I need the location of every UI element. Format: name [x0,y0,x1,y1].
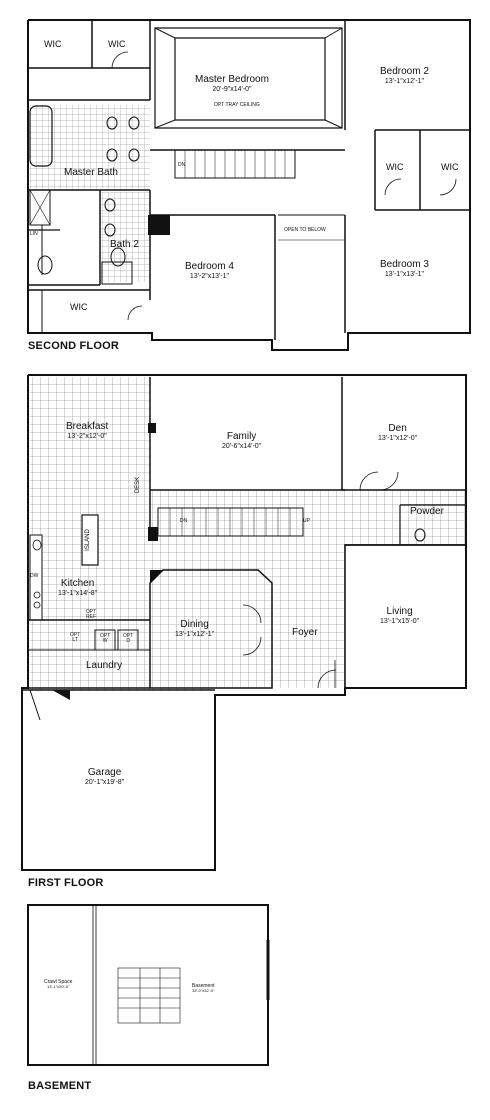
dining-dims: 13'-1"x12'-1" [175,630,215,638]
breakfast-label: Breakfast 13'-2"x12'-0" [66,421,109,440]
second-floor-title: SECOND FLOOR [28,340,120,352]
living-label: Living 13'-1"x15'-0" [380,606,420,625]
dishwasher-label: DW [30,573,39,579]
powder-name: Powder [410,506,444,517]
bedroom-4-label: Bedroom 4 13'-2"x13'-1" [185,261,234,280]
second-floor-plan [27,19,471,351]
wic-closet-label-5: WIC [70,302,88,312]
stairs-down-label-upper: DN [178,162,186,168]
kitchen-dims: 13'-1"x14'-8" [58,589,98,597]
master-bath-label: Master Bath [64,167,118,179]
desk-label: DESK [135,476,142,494]
stairs-down-label-lower: DN [180,518,188,524]
opt-ref-label: OPT REF [86,609,97,621]
breakfast-dims: 13'-2"x12'-0" [67,432,107,440]
laundry-label: Laundry [86,660,123,672]
opt-dryer-line2: D [126,638,130,645]
basement-room-label: Basement 33'-0"x32'-0" [192,983,215,994]
bedroom-3-name: Bedroom 3 [380,259,429,270]
bedroom-2-label: Bedroom 2 13'-1"x12'-1" [380,66,429,85]
laundry-name: Laundry [86,660,123,671]
opt-washer-line2: W [102,638,108,645]
kitchen-label: Kitchen 13'-1"x14'-8" [58,578,98,597]
family-label: Family 20'-6"x14'-0" [222,431,262,450]
opt-dryer-line1: OPT [123,633,134,639]
powder-label: Powder [410,506,444,518]
opt-lt-label: OPT LT [70,632,81,644]
basement-room-name: Basement [192,983,215,989]
open-to-below-note: OPEN TO BELOW [284,227,326,233]
living-name: Living [386,606,413,617]
bedroom-4-dims: 13'-2"x13'-1" [189,272,230,280]
breakfast-name: Breakfast [66,421,109,432]
stairs-up-label: UP [303,518,310,524]
bedroom-3-label: Bedroom 3 13'-1"x13'-1" [380,259,429,278]
den-dims: 13'-1"x12'-0" [378,434,418,442]
opt-lt-line1: OPT [70,632,81,638]
bath-2-label: Bath 2 [110,239,139,251]
linen-label: LIN [30,231,38,237]
bedroom-3-dims: 13'-1"x13'-1" [384,270,425,278]
opt-lt-line2: LT [72,637,78,644]
family-name: Family [226,431,257,442]
wic-closet-label-4: WIC [441,162,459,172]
second-floor-outer-wall [27,19,471,351]
master-bedroom-label: Master Bedroom 20'-9"x14'-0" [195,74,269,93]
tray-ceiling-note: OPT TRAY CEILING [214,102,260,108]
den-label: Den 13'-1"x12'-0" [378,423,418,442]
foyer-label: Foyer [292,627,318,639]
first-floor-plan [21,374,467,871]
island-label: ISLAND [84,529,91,551]
dining-label: Dining 13'-1"x12'-1" [175,619,215,638]
garage-label: Garage 20'-1"x19'-8" [85,767,125,786]
den-name: Den [388,423,407,434]
wic-closet-label-2: WIC [108,39,126,49]
garage-name: Garage [87,767,122,778]
foyer-name: Foyer [292,627,318,638]
opt-washer-line1: OPT [100,633,111,639]
bedroom-2-dims: 13'-1"x12'-1" [384,77,425,85]
basement-room-dims: 33'-0"x32'-0" [192,988,215,994]
living-dims: 13'-1"x15'-0" [380,617,420,625]
wic-closet-label-3: WIC [386,162,404,172]
master-bedroom-name: Master Bedroom [195,74,269,85]
basement-title: BASEMENT [28,1080,92,1092]
bedroom-4-name: Bedroom 4 [185,261,234,272]
opt-ref-line1: OPT [86,609,97,615]
dining-name: Dining [180,619,209,630]
first-floor-outer-wall [21,374,467,871]
crawl-space-name: Crawl Space [44,979,73,985]
bath-2-name: Bath 2 [110,239,139,250]
master-bedroom-dims: 20'-9"x14'-0" [212,85,252,93]
crawl-space-dims: 13'-1"x20'-0" [46,984,70,990]
opt-washer-label: OPT W [100,633,111,645]
wic-closet-label-1: WIC [44,39,62,49]
garage-dims: 20'-1"x19'-8" [85,778,125,786]
kitchen-name: Kitchen [60,578,95,589]
basement-plan [27,904,270,1066]
master-bath-name: Master Bath [64,167,118,178]
bedroom-2-name: Bedroom 2 [380,66,429,77]
opt-ref-line2: REF [86,614,97,621]
crawl-space-label: Crawl Space 13'-1"x20'-0" [44,979,73,990]
family-dims: 20'-6"x14'-0" [222,442,262,450]
first-floor-title: FIRST FLOOR [28,877,104,889]
opt-dryer-label: OPT D [123,633,134,645]
